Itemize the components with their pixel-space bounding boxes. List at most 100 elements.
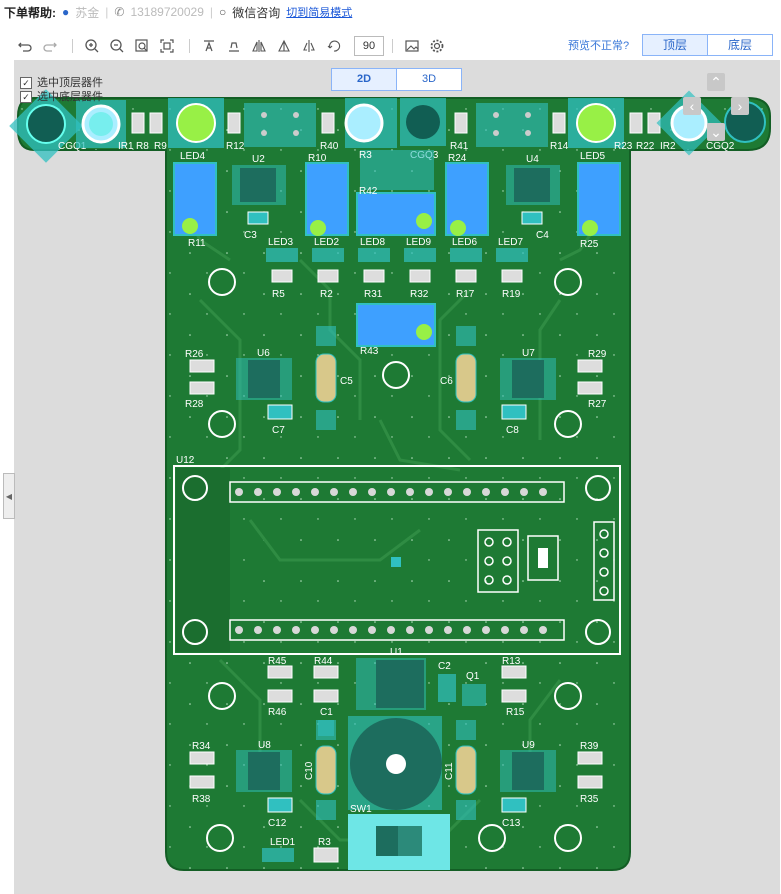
- svg-text:C8: C8: [506, 425, 519, 436]
- redo-icon[interactable]: [39, 35, 61, 57]
- top-layer-button[interactable]: 顶层: [643, 35, 707, 55]
- checkbox-select-top[interactable]: ✓: [20, 77, 32, 89]
- svg-text:R46: R46: [268, 707, 287, 718]
- mirror-icon[interactable]: [298, 35, 320, 57]
- selection-options: ✓ 选中顶层器件 ✓ 选中底层器件: [20, 76, 103, 104]
- svg-text:LED8: LED8: [360, 237, 385, 248]
- svg-text:R26: R26: [185, 349, 204, 360]
- svg-text:SW1: SW1: [350, 804, 372, 815]
- buzzer-sw1: [348, 716, 442, 810]
- svg-text:R15: R15: [506, 707, 525, 718]
- led5: [568, 98, 624, 148]
- svg-text:IR2: IR2: [660, 141, 676, 152]
- svg-text:R44: R44: [314, 656, 333, 667]
- align-top-icon[interactable]: [198, 35, 220, 57]
- svg-text:C2: C2: [438, 661, 451, 672]
- svg-text:C6: C6: [440, 376, 453, 387]
- svg-text:U7: U7: [522, 348, 535, 359]
- svg-text:R3: R3: [318, 837, 331, 848]
- bottom-layer-button[interactable]: 底层: [707, 35, 772, 55]
- svg-text:LED6: LED6: [452, 237, 477, 248]
- svg-text:R41: R41: [450, 141, 469, 152]
- cgq3-sensor: [400, 98, 446, 146]
- settings-gear-icon[interactable]: [426, 35, 448, 57]
- svg-text:R29: R29: [588, 349, 607, 360]
- collapse-panel-handle[interactable]: ◀: [3, 473, 15, 519]
- mounting-holes: [206, 268, 582, 852]
- pan-right-button[interactable]: ›: [731, 97, 749, 115]
- svg-text:R3: R3: [359, 150, 372, 161]
- select-top-option[interactable]: ✓ 选中顶层器件: [20, 76, 103, 90]
- align-bottom-icon[interactable]: [223, 35, 245, 57]
- svg-text:C3: C3: [244, 230, 257, 241]
- pan-up-button[interactable]: ⌃: [707, 73, 725, 91]
- pan-down-button[interactable]: ⌄: [707, 123, 725, 141]
- svg-text:LED2: LED2: [314, 237, 339, 248]
- svg-text:C7: C7: [272, 425, 285, 436]
- svg-text:R14: R14: [550, 141, 569, 152]
- header-bar: 下单帮助: ● 苏金 | ✆ 13189720029 | ○ 微信咨询 切到简易…: [0, 0, 781, 24]
- svg-text:U2: U2: [252, 154, 265, 165]
- led4: [168, 98, 224, 148]
- flip-vertical-icon[interactable]: [273, 35, 295, 57]
- svg-text:R23: R23: [614, 141, 633, 152]
- slide-switch: [348, 814, 450, 870]
- svg-text:U6: U6: [257, 348, 270, 359]
- contact-phone: 13189720029: [130, 5, 204, 19]
- phone-icon: ✆: [114, 5, 125, 19]
- svg-text:LED4: LED4: [180, 151, 205, 162]
- fit-view-icon[interactable]: [156, 35, 178, 57]
- svg-text:U1: U1: [390, 647, 403, 658]
- svg-text:R9: R9: [154, 141, 167, 152]
- rotate-icon[interactable]: [323, 35, 345, 57]
- svg-text:R40: R40: [320, 141, 339, 152]
- simple-mode-link[interactable]: 切到简易模式: [286, 7, 353, 19]
- wechat-icon[interactable]: ○: [219, 5, 227, 19]
- svg-text:R42: R42: [359, 186, 378, 197]
- checkbox-select-bottom[interactable]: ✓: [20, 91, 32, 103]
- u12-module: [173, 465, 621, 655]
- svg-text:LED7: LED7: [498, 237, 523, 248]
- svg-text:C11: C11: [444, 762, 455, 780]
- svg-text:R24: R24: [448, 153, 467, 164]
- svg-text:C10: C10: [304, 761, 315, 780]
- header-2x2-right: [476, 103, 548, 147]
- svg-text:R39: R39: [580, 741, 599, 752]
- flip-horizontal-icon[interactable]: [248, 35, 270, 57]
- person-icon: ●: [62, 5, 70, 19]
- image-icon[interactable]: [401, 35, 423, 57]
- svg-text:C1: C1: [320, 707, 333, 718]
- svg-text:R2: R2: [320, 289, 333, 300]
- svg-text:R17: R17: [456, 289, 475, 300]
- undo-icon[interactable]: [14, 35, 36, 57]
- svg-text:R32: R32: [410, 289, 429, 300]
- svg-text:R5: R5: [272, 289, 285, 300]
- svg-text:R38: R38: [192, 794, 211, 805]
- select-bottom-option[interactable]: ✓ 选中底层器件: [20, 90, 103, 104]
- wechat-consult-link[interactable]: 微信咨询: [232, 5, 281, 20]
- svg-text:U4: U4: [526, 154, 539, 165]
- view-2d-button[interactable]: 2D: [332, 69, 396, 90]
- rotation-angle-input[interactable]: 90: [354, 36, 384, 56]
- order-help-label: 下单帮助:: [4, 5, 56, 20]
- svg-text:C4: C4: [536, 230, 549, 241]
- zoom-out-icon[interactable]: [106, 35, 128, 57]
- svg-text:R43: R43: [360, 346, 379, 357]
- svg-text:LED5: LED5: [580, 151, 605, 162]
- svg-text:R34: R34: [192, 741, 211, 752]
- cgq1-sensor: [9, 89, 83, 163]
- preview-issue-link[interactable]: 预览不正常?: [568, 40, 630, 52]
- svg-text:R12: R12: [226, 141, 245, 152]
- svg-text:R31: R31: [364, 289, 383, 300]
- svg-text:U12: U12: [176, 455, 195, 466]
- svg-text:R11: R11: [188, 238, 206, 249]
- svg-text:C5: C5: [340, 376, 353, 387]
- svg-text:U9: U9: [522, 740, 535, 751]
- zoom-in-icon[interactable]: [81, 35, 103, 57]
- zoom-area-icon[interactable]: [131, 35, 153, 57]
- view-3d-button[interactable]: 3D: [396, 69, 461, 90]
- svg-text:R10: R10: [308, 153, 327, 164]
- pan-left-button[interactable]: ‹: [683, 97, 701, 115]
- label-cgq1: CGQ1: [58, 141, 87, 152]
